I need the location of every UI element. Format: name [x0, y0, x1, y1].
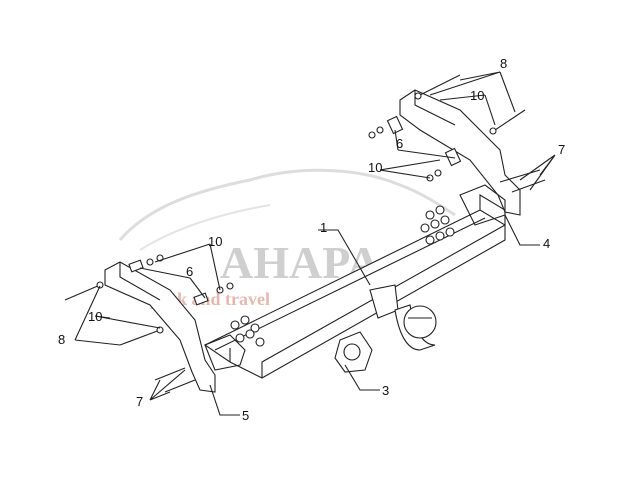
callout-8-right: 8 — [500, 56, 507, 71]
callout-3: 3 — [382, 383, 389, 398]
callout-10-left-top: 10 — [208, 234, 222, 249]
left-bracket — [104, 261, 246, 393]
callout-7-left: 7 — [136, 394, 143, 409]
right-fasteners — [368, 74, 546, 193]
callout-5: 5 — [242, 408, 249, 423]
callout-6-left: 6 — [186, 264, 193, 279]
left-fasteners — [64, 254, 234, 393]
callout-10-left-bottom: 10 — [88, 309, 102, 324]
bolt-group-right — [420, 205, 455, 245]
right-bracket — [399, 89, 521, 226]
electrical-socket — [334, 331, 373, 373]
callout-6-right: 6 — [396, 136, 403, 151]
callout-8-left: 8 — [58, 332, 65, 347]
watermark-car-outline — [118, 168, 456, 241]
callout-7-right: 7 — [558, 142, 565, 157]
callout-4: 4 — [543, 236, 550, 251]
tow-ball-assembly — [369, 284, 437, 351]
callout-1: 1 — [320, 220, 327, 235]
leader-lines — [74, 71, 556, 416]
callout-labels: 1 3 4 5 6 6 6 7 7 8 8 10 10 10 10 — [58, 56, 565, 423]
cross-beam — [203, 194, 506, 379]
bolt-group-left — [230, 315, 265, 347]
callout-10-right-top: 10 — [470, 88, 484, 103]
callout-10-right-bottom: 10 — [368, 160, 382, 175]
